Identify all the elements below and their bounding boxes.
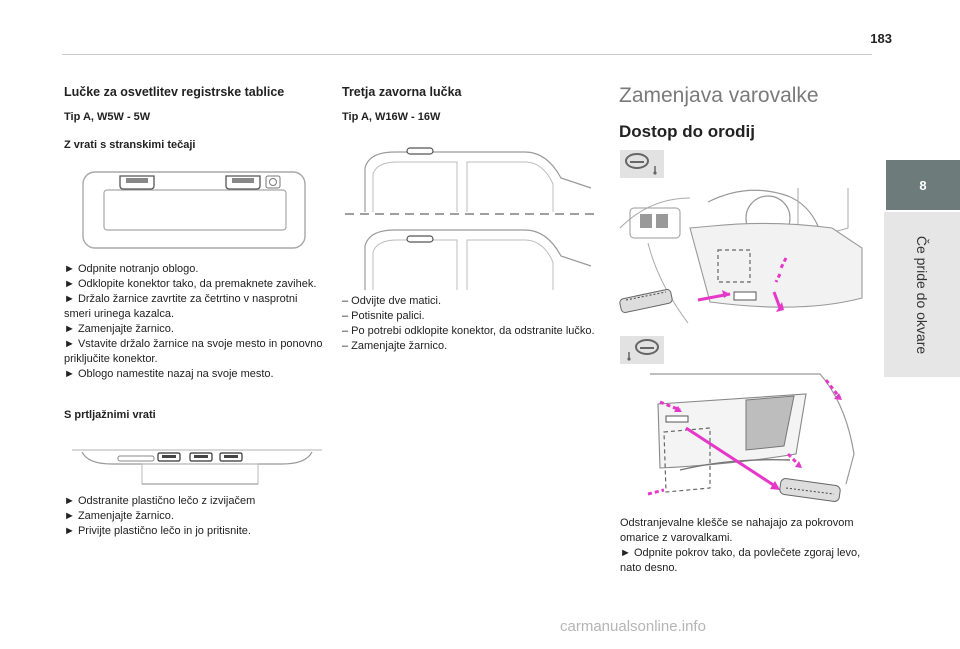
step: ► Odpnite notranjo oblogo. (64, 263, 199, 275)
step: ► Oblogo namestite nazaj na svoje mesto. (64, 368, 274, 380)
steps-brake-light: – Odvijte dve matici. – Potisnite palici… (342, 294, 604, 354)
step: ► Zamenjajte žarnico. (64, 510, 174, 522)
plate-lamp-illustration-2 (72, 449, 322, 485)
bulb-type-1: Tip A, W5W - 5W (64, 111, 151, 123)
fuse-paragraph: Odstranjevalne klešče se nahajajo za pok… (620, 517, 854, 544)
chapter-label-strip: Če pride do okvare (884, 212, 960, 377)
steps-side-doors: ► Odpnite notranjo oblogo. ► Odklopite k… (64, 262, 326, 382)
watermark: carmanualsonline.info (560, 618, 706, 635)
chapter-tab[interactable]: 8 (886, 160, 960, 210)
brake-light-illustration (345, 147, 600, 290)
step: – Zamenjajte žarnico. (342, 340, 448, 352)
dashboard-fuse-illustration-1 (619, 188, 863, 324)
step: ► Zamenjajte žarnico. (64, 323, 174, 335)
fuse-step: ► Odpnite pokrov tako, da povlečete zgor… (620, 547, 861, 574)
subheading-side-doors: Z vrati s stranskimi tečaji (64, 139, 196, 151)
step: – Po potrebi odklopite konektor, da odst… (342, 325, 595, 337)
step: ► Držalo žarnice zavrtite za četrtino v … (64, 293, 298, 320)
steering-wheel-rhd-icon (620, 336, 664, 364)
section-heading-brake-light: Tretja zavorna lučka (342, 85, 462, 99)
chapter-label: Če pride do okvare (914, 235, 930, 354)
header-divider (62, 54, 872, 55)
fuse-text: Odstranjevalne klešče se nahajajo za pok… (620, 516, 882, 576)
step: – Potisnite palici. (342, 310, 425, 322)
step: ► Vstavite držalo žarnice na svoje mesto… (64, 338, 323, 365)
step: – Odvijte dve matici. (342, 295, 442, 307)
steering-wheel-lhd-icon (620, 150, 664, 178)
dashboard-fuse-illustration-2 (647, 373, 855, 502)
step: ► Privijte plastično lečo in jo pritisni… (64, 525, 251, 537)
subtitle-tools-access: Dostop do orodij (619, 122, 755, 141)
steps-tailgate: ► Odstranite plastično lečo z izvijačem … (64, 494, 326, 539)
step: ► Odstranite plastično lečo z izvijačem (64, 495, 256, 507)
page-number: 183 (870, 31, 892, 46)
step: ► Odklopite konektor tako, da premaknete… (64, 278, 317, 290)
subheading-tailgate: S prtljažnimi vrati (64, 409, 156, 421)
plate-lamp-illustration-1 (82, 171, 306, 249)
section-title-fuse: Zamenjava varovalke (619, 84, 819, 107)
section-heading-plate-lamps: Lučke za osvetlitev registrske tablice (64, 85, 285, 99)
bulb-type-2: Tip A, W16W - 16W (342, 111, 441, 123)
